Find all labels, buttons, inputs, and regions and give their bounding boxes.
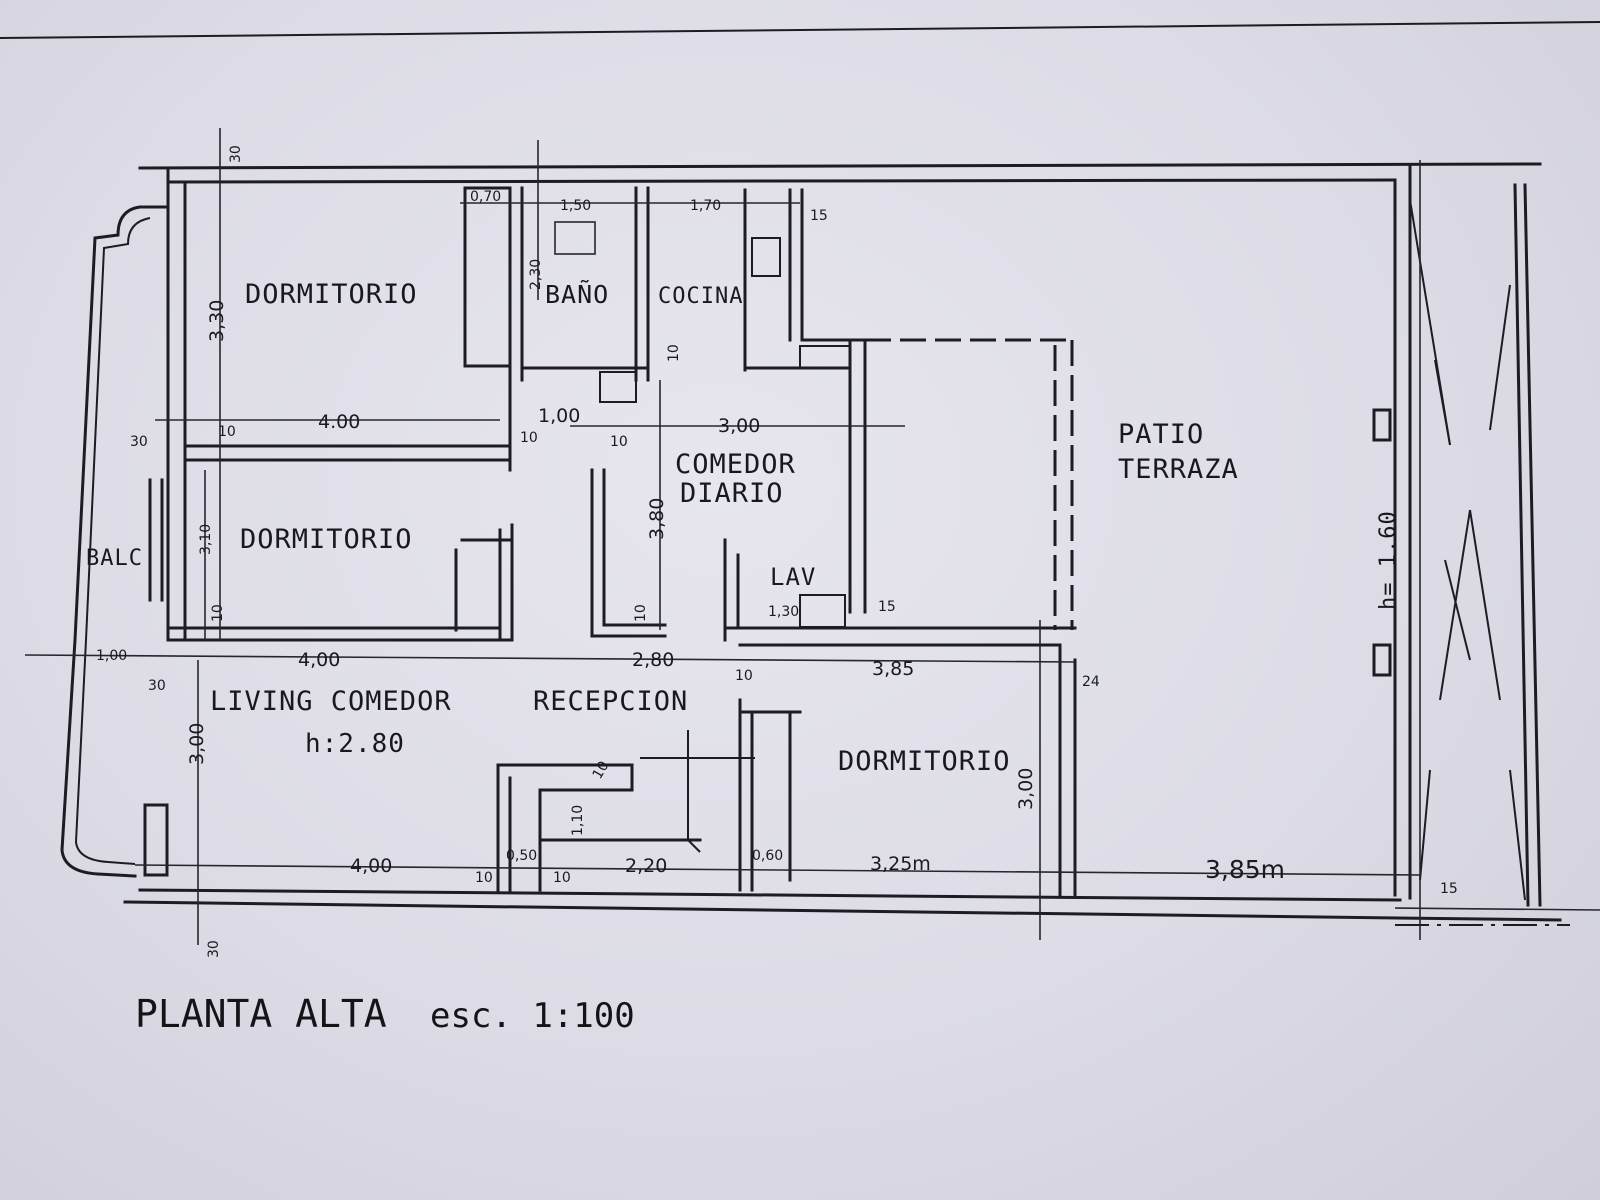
dim-230: 2,30 — [528, 259, 544, 290]
outer-walls — [123, 162, 1562, 922]
room-balcon: BALC — [86, 546, 143, 571]
dim-24: 24 — [1082, 674, 1100, 690]
dim-385a: 3,85 — [872, 658, 914, 680]
dim-10c: 10 — [520, 430, 538, 446]
dimension-lines — [24, 128, 1600, 945]
dim-325: 3,25m — [870, 853, 931, 875]
dim-380: 3,80 — [646, 498, 668, 540]
dim-280: 2,80 — [632, 649, 674, 671]
room-comedor-diario-line2: DIARIO — [680, 478, 784, 509]
dim-15b: 15 — [878, 599, 896, 615]
room-dormitorio-1: DORMITORIO — [245, 279, 418, 310]
room-labels: DORMITORIO BAÑO COCINA DORMITORIO COMEDO… — [86, 279, 1401, 777]
dim-400a: 4.00 — [318, 411, 360, 433]
dim-30b: 30 — [148, 678, 166, 694]
living-height: h:2.80 — [305, 729, 405, 759]
dim-10a: 10 — [666, 344, 682, 362]
room-dormitorio-2: DORMITORIO — [240, 524, 413, 555]
plan-title-block: PLANTA ALTA esc. 1:100 — [135, 992, 635, 1036]
room-patio-line2: TERRAZA — [1118, 454, 1239, 485]
dim-100b: 1,00 — [96, 648, 127, 664]
dimension-labels: 30 0,70 1,50 1,70 15 2,30 3,30 10 4.00 1… — [96, 145, 1458, 958]
dim-10h: 10 — [590, 759, 613, 782]
patio-marks — [1372, 199, 1526, 901]
dim-220: 2,20 — [625, 855, 667, 877]
dim-400c: 4,00 — [350, 855, 392, 877]
dim-10i: 10 — [475, 870, 493, 886]
dim-10e: 10 — [210, 604, 226, 622]
room-bano: BAÑO — [545, 279, 609, 309]
dim-10g: 10 — [735, 668, 753, 684]
dim-310: 3,10 — [198, 524, 214, 555]
interior-walls — [143, 183, 1542, 907]
terraza-height: h= 1.60 — [1376, 510, 1401, 610]
room-comedor-diario-line1: COMEDOR — [675, 449, 796, 480]
dim-060: 0,60 — [752, 848, 783, 864]
room-recepcion: RECEPCION — [533, 686, 688, 717]
room-dormitorio-3: DORMITORIO — [838, 746, 1011, 777]
dim-30a: 30 — [130, 434, 148, 450]
plan-title: PLANTA ALTA — [135, 992, 387, 1036]
dim-150: 1,50 — [560, 198, 591, 214]
dim-300a: 3,00 — [718, 415, 760, 437]
room-cocina: COCINA — [658, 284, 743, 309]
dim-400b: 4,00 — [298, 649, 340, 671]
dim-top-wall: 30 — [228, 145, 244, 163]
dim-100a: 1,00 — [538, 405, 580, 427]
dim-15a: 15 — [810, 208, 828, 224]
dim-110: 1,10 — [570, 805, 586, 836]
dim-050: 0,50 — [506, 848, 537, 864]
dim-070: 0,70 — [470, 189, 501, 205]
plan-scale: esc. 1:100 — [430, 996, 635, 1036]
room-living: LIVING COMEDOR — [210, 686, 452, 717]
dim-300c: 3,00 — [1015, 768, 1037, 810]
balcony-outline — [60, 205, 170, 878]
dim-170: 1,70 — [690, 198, 721, 214]
dim-10b: 10 — [218, 424, 236, 440]
dim-15c: 15 — [1440, 881, 1458, 897]
dim-10f: 10 — [633, 604, 649, 622]
dim-10j: 10 — [553, 870, 571, 886]
room-patio-line1: PATIO — [1118, 419, 1204, 450]
dim-330: 3,30 — [206, 300, 228, 342]
room-lav: LAV — [770, 563, 816, 591]
dim-385b: 3,85m — [1205, 855, 1285, 884]
dim-30c: 30 — [206, 940, 222, 958]
dim-10d: 10 — [610, 434, 628, 450]
sheet-top-line — [0, 21, 1600, 39]
dim-130: 1,30 — [768, 604, 799, 620]
dim-300b: 3,00 — [186, 723, 208, 765]
